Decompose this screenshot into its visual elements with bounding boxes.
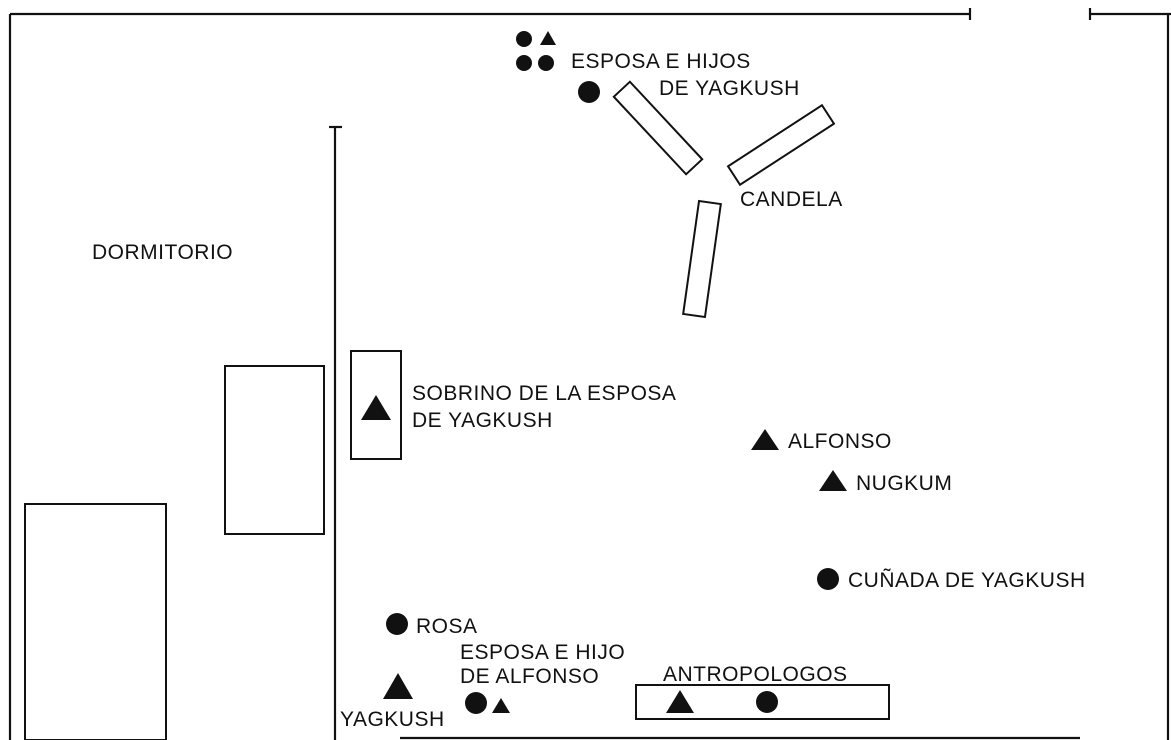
label-esposa-hijos-yagkush-line2: DE YAGKUSH: [659, 77, 800, 100]
fire-log-lower: [682, 199, 722, 319]
label-dormitorio: DORMITORIO: [92, 241, 233, 264]
male-symbol: [819, 470, 847, 491]
dormitorio-bed-large: [24, 503, 167, 740]
label-alfonso: ALFONSO: [788, 430, 892, 453]
male-symbol: [540, 31, 556, 45]
female-symbol: [516, 31, 532, 47]
label-esposa-hijo-alfonso-line2: DE ALFONSO: [460, 665, 599, 688]
female-symbol: [386, 613, 408, 635]
label-cunada-de-yagkush: CUÑADA DE YAGKUSH: [848, 568, 1086, 592]
female-symbol: [817, 568, 839, 590]
labels: DORMITORIO ESPOSA E HIJOS DE YAGKUSH CAN…: [92, 50, 1086, 731]
people-symbols: [361, 31, 847, 714]
male-symbol: [383, 673, 413, 699]
male-symbol: [666, 690, 694, 713]
fire-log-upper-left: [612, 80, 704, 176]
label-esposa-hijo-alfonso-line1: ESPOSA E HIJO: [460, 641, 625, 664]
furniture: [24, 350, 890, 740]
label-antropologos: ANTROPOLOGOS: [663, 663, 848, 686]
fire-log-upper-right: [726, 103, 836, 187]
label-nugkum: NUGKUM: [856, 472, 952, 495]
label-yagkush: YAGKUSH: [340, 708, 445, 731]
house-walls: [8, 8, 1171, 740]
female-symbol: [516, 55, 532, 71]
male-symbol: [361, 395, 391, 420]
label-sobrino-line1: SOBRINO DE LA ESPOSA: [412, 382, 676, 405]
male-symbol: [492, 698, 510, 713]
female-symbol: [756, 691, 778, 713]
female-symbol: [578, 81, 600, 103]
label-sobrino-line2: DE YAGKUSH: [412, 409, 553, 432]
female-symbol: [465, 692, 487, 714]
candela-fire: [612, 80, 836, 319]
male-symbol: [751, 429, 779, 450]
label-esposa-hijos-yagkush-line1: ESPOSA E HIJOS: [571, 50, 751, 73]
dormitorio-bed-small: [224, 365, 325, 535]
female-symbol: [538, 55, 554, 71]
label-rosa: ROSA: [416, 615, 478, 638]
label-candela: CANDELA: [740, 188, 843, 211]
